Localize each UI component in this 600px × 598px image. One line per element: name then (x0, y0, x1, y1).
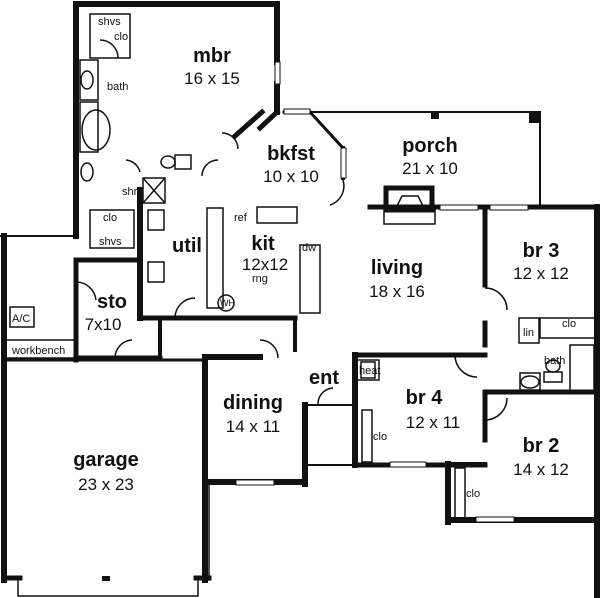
label-clo-br3: clo (562, 318, 576, 330)
label-clo-master: clo (103, 212, 117, 224)
label-clo-top: clo (114, 31, 128, 43)
label-water-heater: WH (220, 298, 235, 308)
room-dims-kit: 12x12 (242, 255, 288, 274)
label-lin: lin (523, 327, 534, 339)
closets (79, 13, 596, 519)
label-dw: dw (302, 242, 316, 254)
room-dims-living: 18 x 16 (369, 282, 425, 301)
label-bath-hall: bath (544, 355, 565, 367)
room-label-living: living (371, 257, 423, 279)
fireplace (383, 185, 436, 225)
room-dims-bkfst: 10 x 10 (263, 167, 319, 186)
windows (235, 61, 529, 523)
room-label-bkfst: bkfst (267, 143, 315, 165)
label-ac: A/C (12, 313, 30, 325)
room-label-kit: kit (251, 233, 275, 255)
room-label-br2: br 2 (523, 435, 560, 457)
room-dims-porch: 21 x 10 (402, 159, 458, 178)
label-clo-br2: clo (466, 488, 480, 500)
room-dims-dining: 14 x 11 (226, 417, 281, 436)
room-label-dining: dining (223, 392, 283, 414)
label-rng: rng (252, 273, 268, 285)
room-dims-sto: 7x10 (85, 315, 122, 334)
label-shvs-master: shvs (99, 236, 122, 248)
label-bath-master: bath (107, 81, 128, 93)
room-label-util: util (172, 235, 202, 257)
label-clo-br4: clo (373, 431, 387, 443)
label-shvs-top: shvs (98, 16, 121, 28)
room-dims-mbr: 16 x 15 (184, 69, 240, 88)
room-label-br3: br 3 (523, 240, 560, 262)
label-ref: ref (234, 212, 248, 224)
room-dims-garage: 23 x 23 (78, 475, 134, 494)
label-heat: heat (359, 365, 380, 377)
label-workbench: workbench (11, 345, 65, 357)
doors (75, 39, 508, 421)
label-shr: shr (122, 186, 138, 198)
fixture-labels: shvs clo bath shr clo shvs ref dw rng WH… (11, 16, 576, 500)
room-label-garage: garage (73, 449, 139, 471)
room-labels: mbr 16 x 15 bkfst 10 x 10 porch 21 x 10 … (73, 45, 569, 494)
room-label-ent: ent (309, 367, 339, 389)
room-dims-br4: 12 x 11 (406, 413, 461, 432)
room-dims-br2: 14 x 12 (513, 460, 569, 479)
room-label-mbr: mbr (193, 45, 231, 67)
room-label-br4: br 4 (406, 387, 444, 409)
room-label-porch: porch (402, 135, 458, 157)
room-dims-br3: 12 x 12 (513, 264, 569, 283)
room-label-sto: sto (97, 291, 127, 313)
